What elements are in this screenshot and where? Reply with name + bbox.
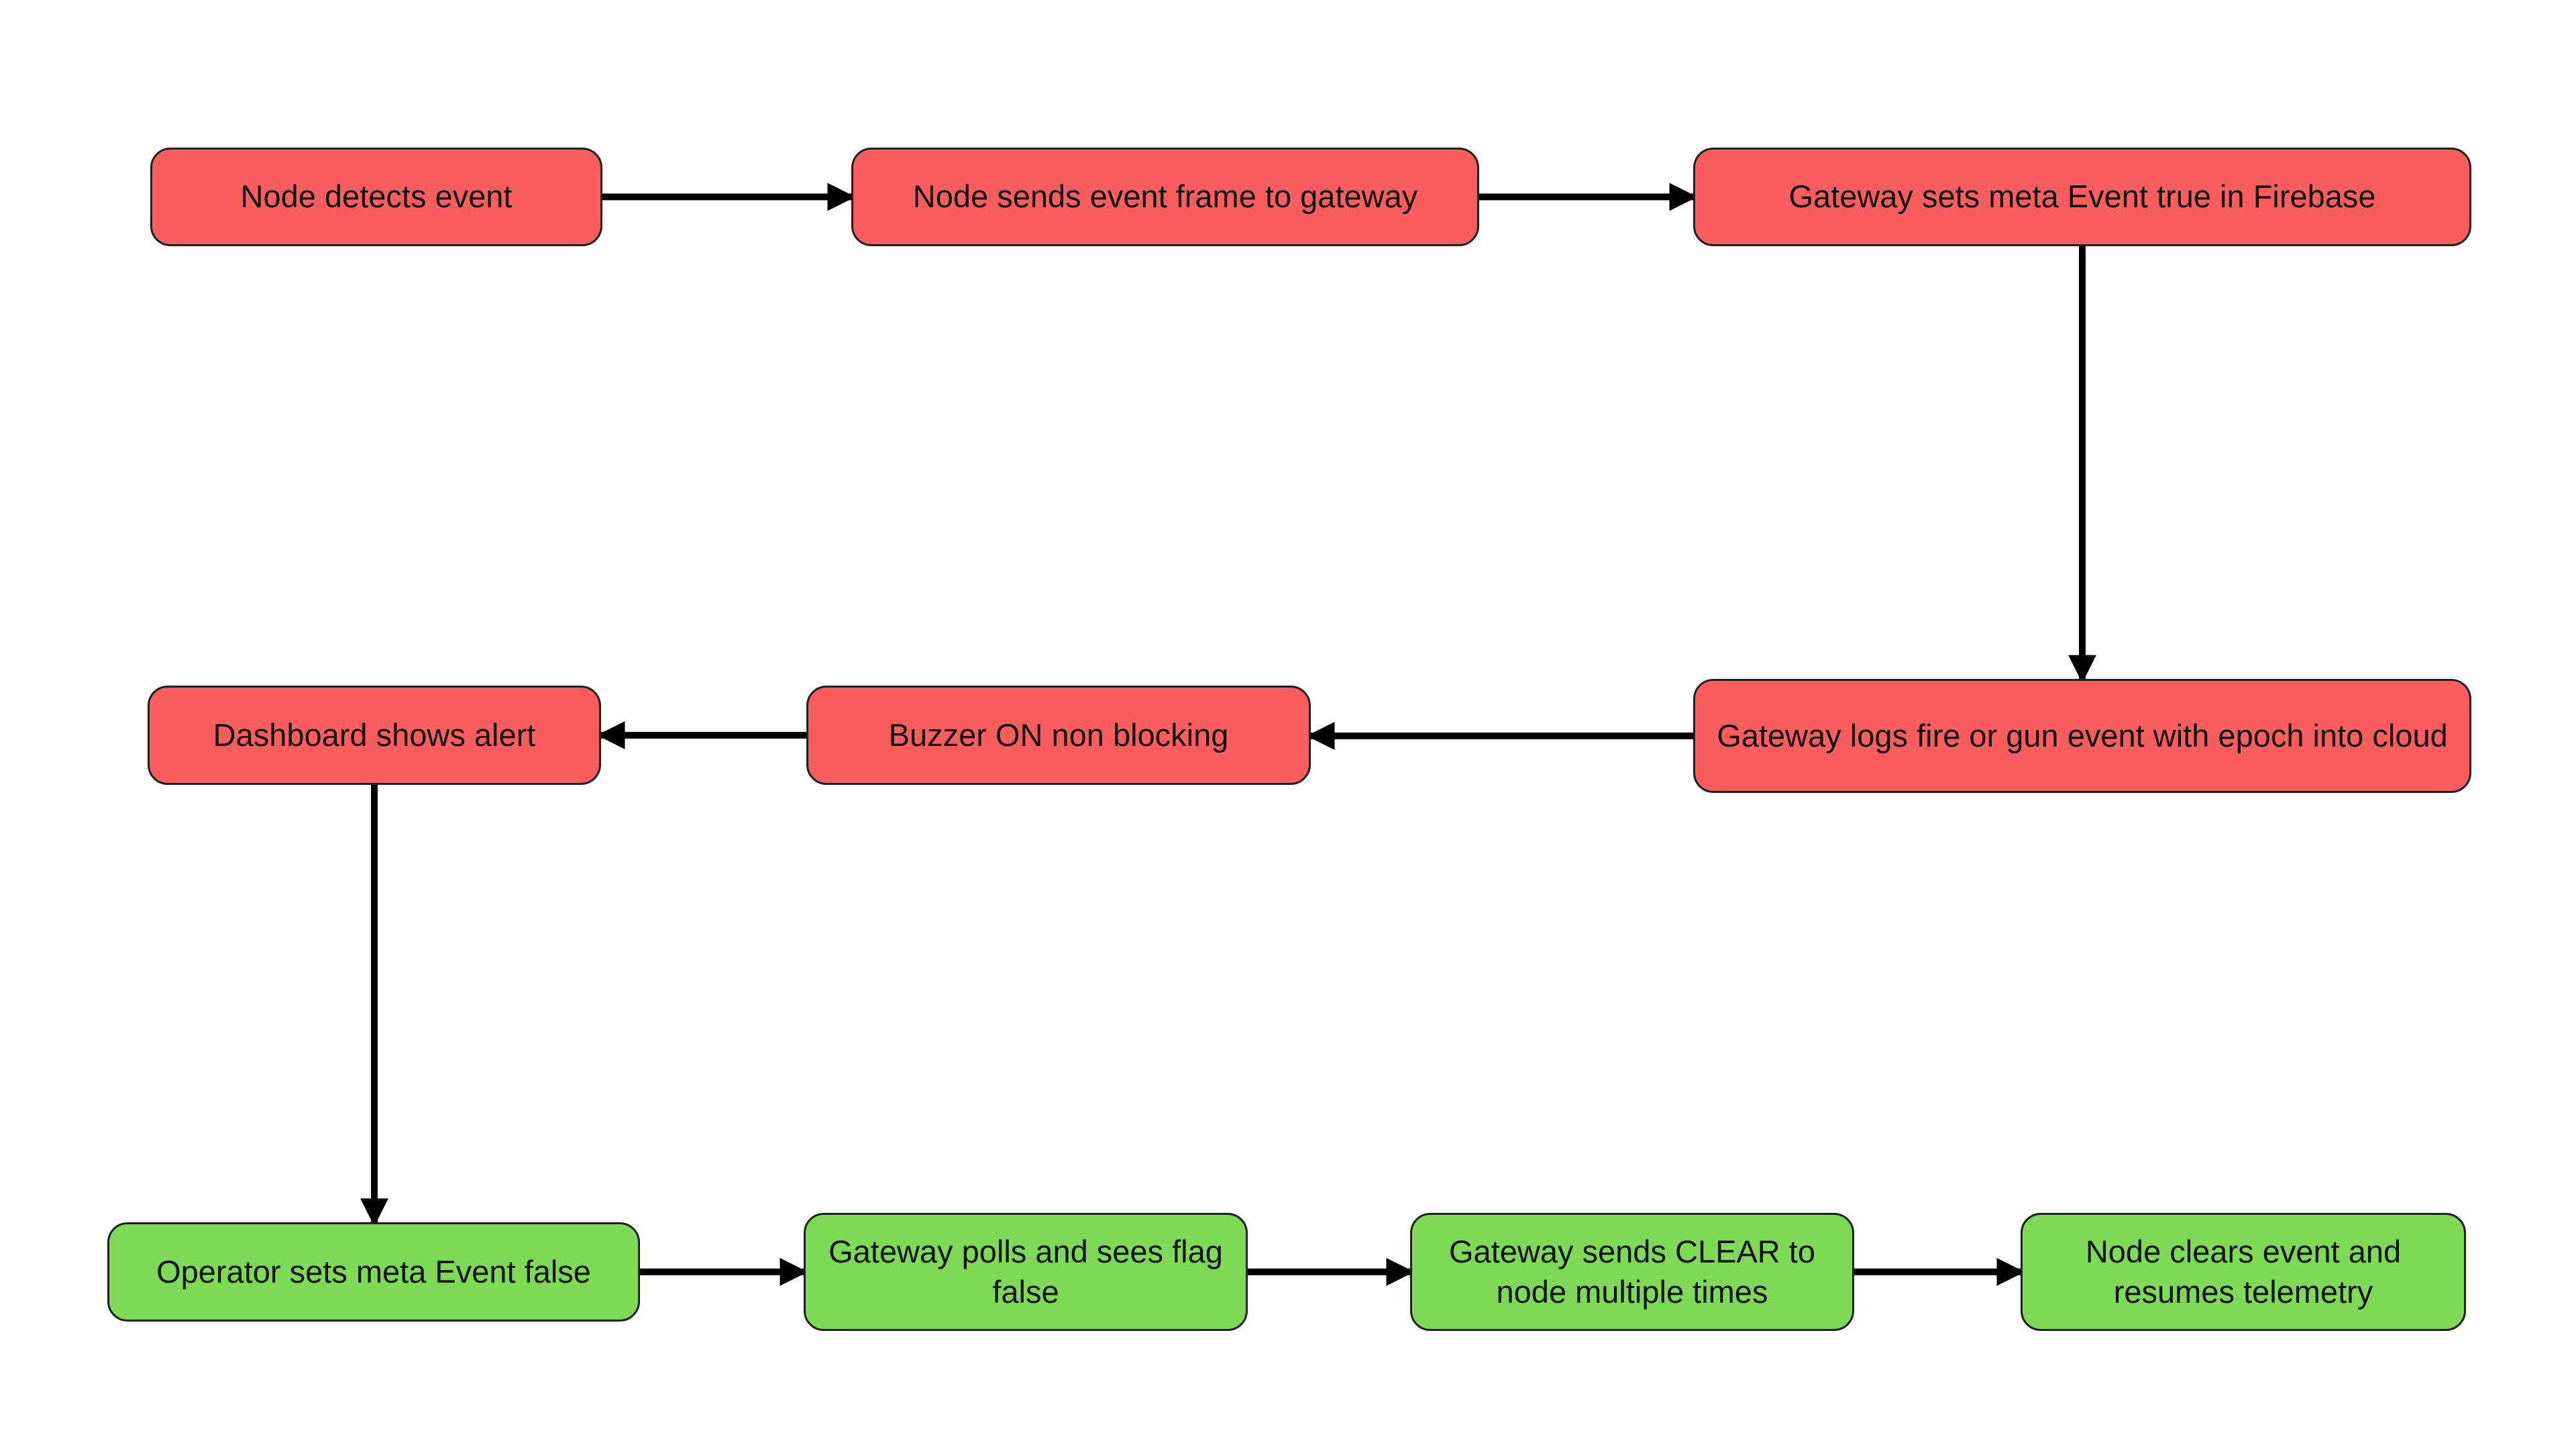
gateway-sends-clear-to-node: Gateway sends CLEAR to node multiple tim… <box>1410 1213 1854 1331</box>
buzzer-on-non-blocking: Buzzer ON non blocking <box>806 686 1311 785</box>
operator-sets-meta-event-false: Operator sets meta Event false <box>107 1222 640 1322</box>
node-label: Node clears event and resumes telemetry <box>2085 1233 2402 1309</box>
node-label: Dashboard shows alert <box>213 716 536 753</box>
node-label: Operator sets meta Event false <box>156 1253 591 1289</box>
dashboard-shows-alert: Dashboard shows alert <box>148 686 601 785</box>
node-sends-event-frame: Node sends event frame to gateway <box>851 148 1479 246</box>
node-detects-event: Node detects event <box>150 148 602 246</box>
node-label: Gateway logs fire or gun event with epoc… <box>1717 717 2448 753</box>
node-label: Node sends event frame to gateway <box>912 178 1418 215</box>
node-label: Buzzer ON non blocking <box>888 716 1229 753</box>
gateway-polls-sees-flag-false: Gateway polls and sees flag false <box>804 1213 1248 1331</box>
gateway-sets-meta-event-true: Gateway sets meta Event true in Firebase <box>1693 148 2471 246</box>
node-label: Gateway sets meta Event true in Firebase <box>1788 178 2376 215</box>
node-label: Gateway sends CLEAR to node multiple tim… <box>1449 1233 1815 1309</box>
node-label: Node detects event <box>240 178 513 215</box>
gateway-logs-event-into-cloud: Gateway logs fire or gun event with epoc… <box>1693 679 2471 793</box>
node-label: Gateway polls and sees flag false <box>828 1233 1223 1309</box>
node-clears-event-resumes-telemetry: Node clears event and resumes telemetry <box>2021 1213 2466 1331</box>
